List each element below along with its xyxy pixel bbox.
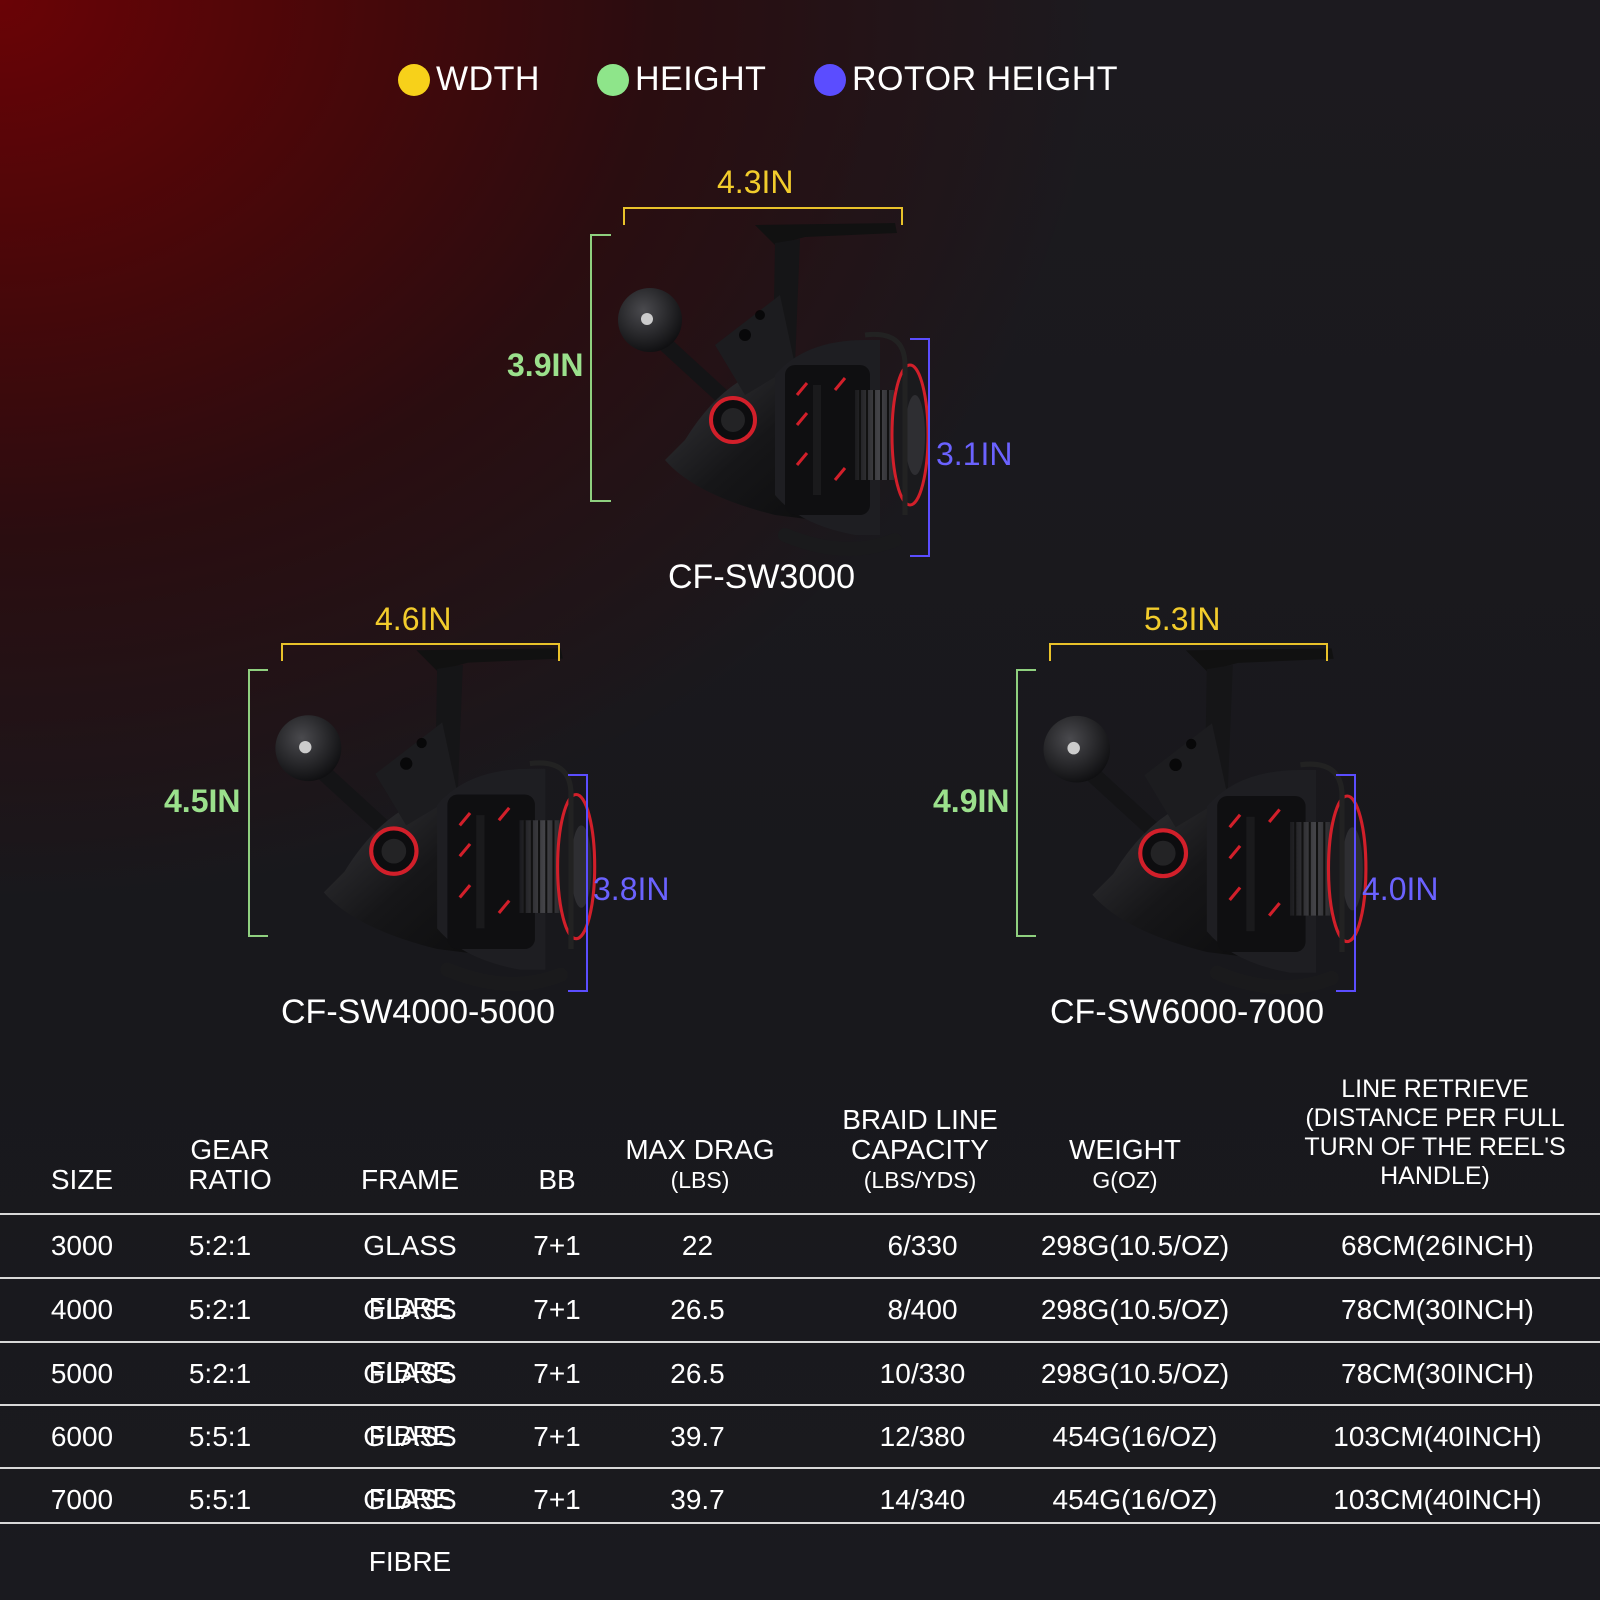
header-line-retrieve: LINE RETRIEVE (DISTANCE PER FULL TURN OF…	[1304, 1075, 1566, 1190]
cell-braid: 10/330	[879, 1358, 966, 1389]
cell-max-drag: 22	[681, 1230, 714, 1261]
reel-6000-image	[1044, 648, 1366, 987]
header-gear-ratio: GEAR RATIO	[188, 1134, 272, 1195]
cell-line-retrieve: 78CM(30INCH)	[1341, 1294, 1534, 1325]
height-bracket	[1016, 669, 1036, 937]
legend-width-label: WDTH	[436, 60, 540, 98]
cell-size: 7000	[50, 1484, 114, 1515]
cell-bb: 7+1	[533, 1358, 581, 1389]
table-row: 7000 5:5:1 GLASS FIBRE 7+1 39.7 14/340 4…	[0, 1467, 1600, 1577]
cell-size: 3000	[50, 1230, 114, 1261]
height-bracket	[590, 234, 611, 502]
legend-width: WDTH	[398, 60, 540, 99]
model-name: CF-SW6000-7000	[1050, 993, 1325, 1031]
header-braid-unit: (LBS/YDS)	[863, 1167, 977, 1193]
cell-braid: 14/340	[879, 1484, 966, 1515]
width-bracket	[623, 207, 903, 225]
rotor-height-bracket	[910, 338, 930, 557]
cell-frame: GLASS FIBRE	[363, 1421, 457, 1514]
cell-gear-ratio: 5:2:1	[188, 1294, 252, 1325]
cell-size: 4000	[50, 1294, 114, 1325]
cell-gear-ratio: 5:5:1	[188, 1484, 252, 1515]
header-bb: BB	[538, 1164, 576, 1195]
header-size: SIZE	[50, 1164, 114, 1195]
legend: WDTH HEIGHT ROTOR HEIGHT	[0, 60, 1600, 110]
cell-line-retrieve: 78CM(30INCH)	[1341, 1358, 1534, 1389]
model-name: CF-SW3000	[668, 558, 856, 596]
height-value: 4.9IN	[933, 783, 1010, 819]
rotor-height-bracket	[568, 774, 588, 992]
height-dot-icon	[597, 63, 629, 96]
cell-size: 5000	[50, 1358, 114, 1389]
header-braid-line-capacity: BRAID LINE CAPACITY (LBS/YDS)	[830, 1105, 1010, 1195]
rotor-height-dot-icon	[814, 63, 846, 96]
header-weight-unit: G(OZ)	[1092, 1167, 1158, 1193]
width-bracket	[1049, 643, 1328, 661]
cell-weight: 298G(10.5/OZ)	[1040, 1230, 1230, 1261]
header-weight-main: WEIGHT	[1069, 1134, 1181, 1165]
rotor-height-bracket	[1336, 774, 1356, 992]
cell-braid: 6/330	[887, 1230, 958, 1261]
table-row: 4000 5:2:1 GLASS FIBRE 7+1 26.5 8/400 29…	[0, 1277, 1600, 1387]
header-weight: WEIGHT G(OZ)	[1040, 1135, 1210, 1195]
header-max-drag-main: MAX DRAG	[625, 1134, 775, 1165]
legend-rotor-height: ROTOR HEIGHT	[814, 60, 1118, 99]
legend-rotor-height-label: ROTOR HEIGHT	[852, 60, 1119, 98]
cell-gear-ratio: 5:2:1	[188, 1230, 252, 1261]
width-value: 4.6IN	[375, 601, 452, 637]
cell-max-drag: 26.5	[670, 1294, 725, 1325]
cell-weight: 454G(16/OZ)	[1052, 1484, 1218, 1515]
cell-bb: 7+1	[533, 1421, 581, 1452]
cell-weight: 298G(10.5/OZ)	[1040, 1294, 1230, 1325]
cell-bb: 7+1	[533, 1484, 581, 1515]
rotor-height-value: 4.0IN	[1362, 871, 1439, 907]
cell-size: 6000	[50, 1421, 114, 1452]
table-row: 6000 5:5:1 GLASS FIBRE 7+1 39.7 12/380 4…	[0, 1404, 1600, 1514]
cell-frame: GLASS FIBRE	[363, 1230, 457, 1323]
cell-line-retrieve: 103CM(40INCH)	[1333, 1484, 1542, 1515]
rotor-height-value: 3.1IN	[936, 436, 1013, 472]
header-max-drag-unit: (LBS)	[670, 1167, 730, 1193]
width-dot-icon	[398, 63, 430, 96]
cell-gear-ratio: 5:5:1	[188, 1421, 252, 1452]
width-bracket	[281, 643, 560, 661]
cell-max-drag: 39.7	[670, 1484, 725, 1515]
cell-braid: 12/380	[879, 1421, 966, 1452]
table-bottom-border	[0, 1522, 1600, 1524]
header-braid-main: BRAID LINE CAPACITY	[842, 1104, 998, 1165]
cell-weight: 454G(16/OZ)	[1052, 1421, 1218, 1452]
cell-gear-ratio: 5:2:1	[188, 1358, 252, 1389]
cell-max-drag: 39.7	[670, 1421, 725, 1452]
legend-height-label: HEIGHT	[635, 60, 767, 98]
cell-frame: GLASS FIBRE	[363, 1358, 457, 1451]
height-value: 4.5IN	[164, 783, 241, 819]
width-value: 5.3IN	[1144, 601, 1221, 637]
header-frame: FRAME	[361, 1164, 459, 1195]
cell-frame: GLASS FIBRE	[363, 1294, 457, 1387]
cell-line-retrieve: 68CM(26INCH)	[1341, 1230, 1534, 1261]
legend-height: HEIGHT	[597, 60, 766, 99]
cell-frame: GLASS FIBRE	[363, 1484, 457, 1577]
rotor-height-value: 3.8IN	[593, 871, 670, 907]
table-row: 3000 5:2:1 GLASS FIBRE 7+1 22 6/330 298G…	[0, 1213, 1600, 1323]
cell-line-retrieve: 103CM(40INCH)	[1333, 1421, 1542, 1452]
height-bracket	[248, 669, 268, 937]
width-value: 4.3IN	[717, 164, 794, 200]
height-value: 3.9IN	[507, 347, 584, 383]
cell-bb: 7+1	[533, 1230, 581, 1261]
header-max-drag: MAX DRAG (LBS)	[620, 1135, 780, 1195]
cell-max-drag: 26.5	[670, 1358, 725, 1389]
cell-braid: 8/400	[887, 1294, 958, 1325]
model-name: CF-SW4000-5000	[281, 993, 556, 1031]
cell-weight: 298G(10.5/OZ)	[1040, 1358, 1230, 1389]
cell-bb: 7+1	[533, 1294, 581, 1325]
table-row: 5000 5:2:1 GLASS FIBRE 7+1 26.5 10/330 2…	[0, 1341, 1600, 1451]
